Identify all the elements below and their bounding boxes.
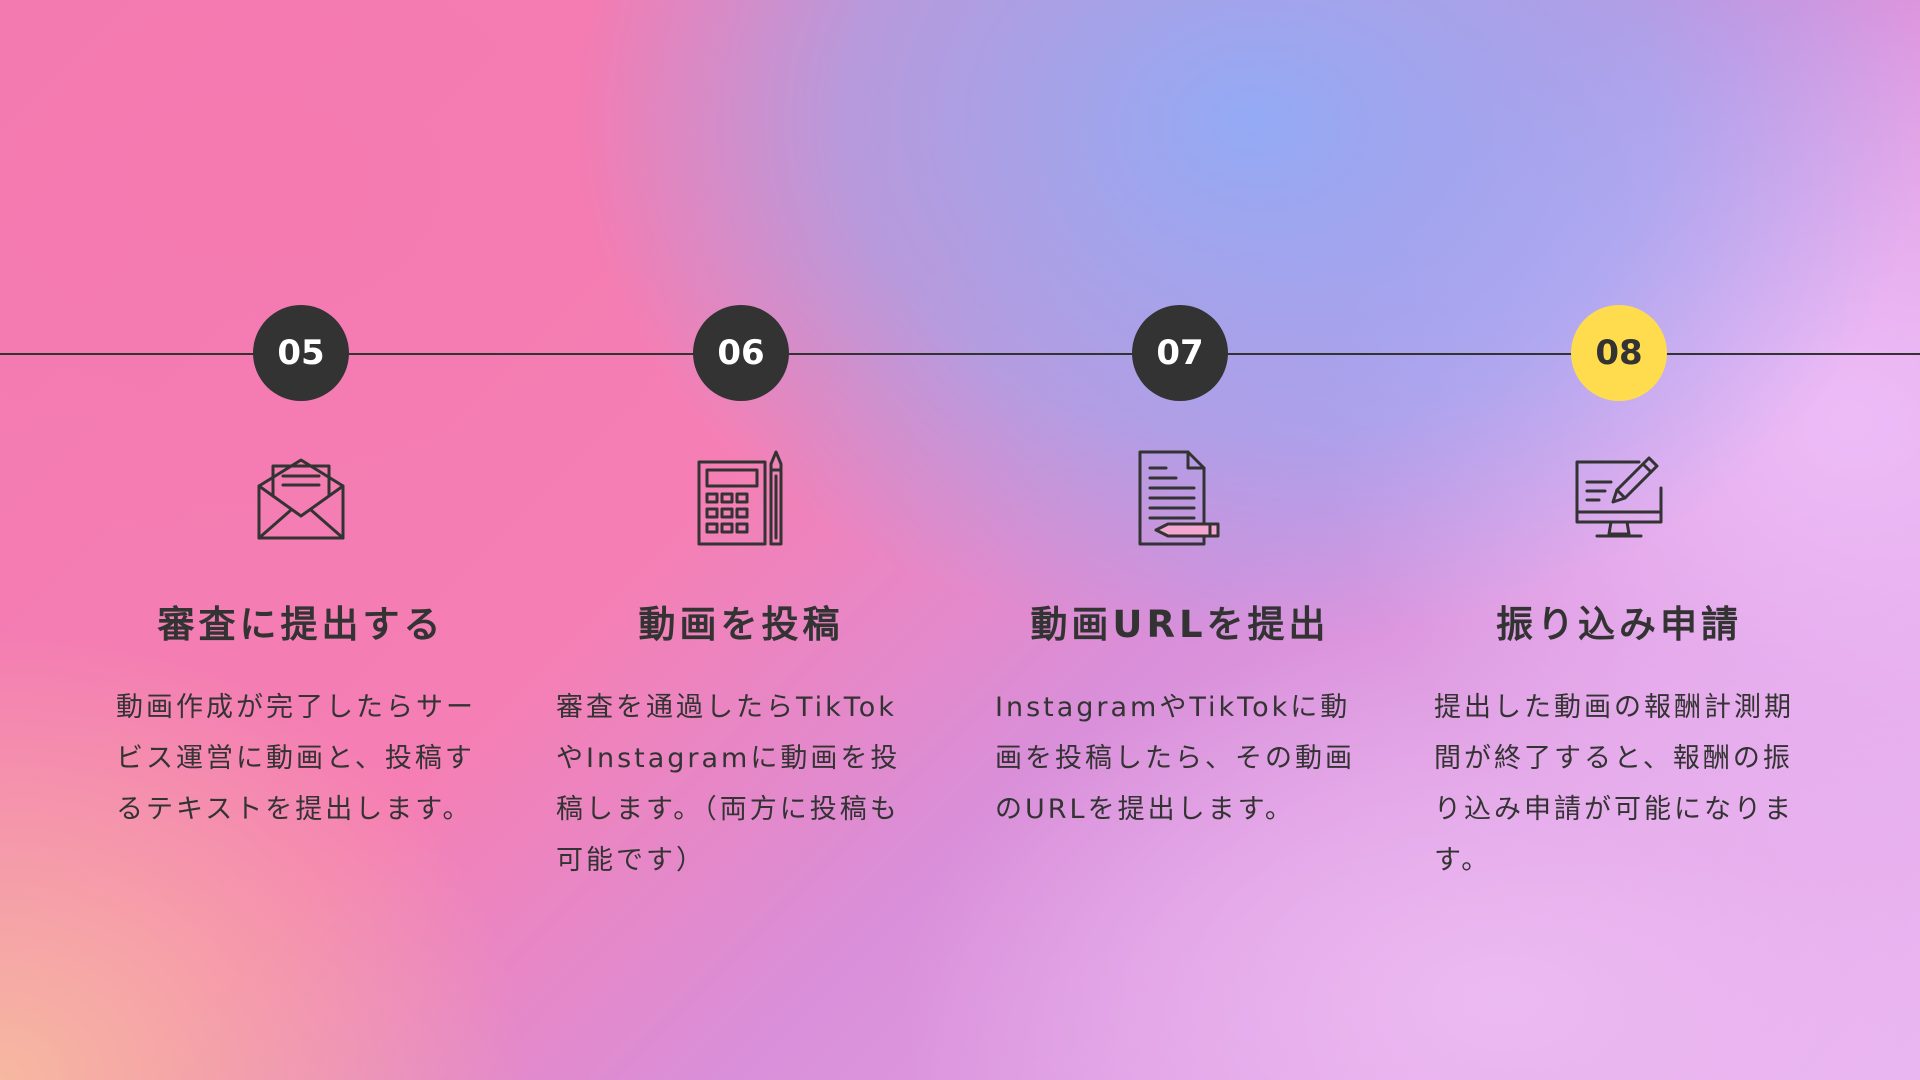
step-number-badge: 05 <box>253 305 349 401</box>
document-icon <box>1130 448 1230 548</box>
timeline-step-07: 07 動画URLを提出 InstagramやTikTokに動画を投稿したら、その… <box>960 0 1400 1080</box>
step-description: 動画作成が完了したらサービス運営に動画と、投稿するテキストを提出します。 <box>116 692 476 825</box>
envelope-icon <box>251 448 351 548</box>
step-number-badge: 07 <box>1132 305 1228 401</box>
step-description: InstagramやTikTokに動画を投稿したら、その動画のURLを提出します… <box>995 692 1355 825</box>
step-number-badge: 06 <box>693 305 789 401</box>
step-title: 振り込み申請 <box>1496 603 1742 646</box>
timeline-step-05: 05 審査に提出する 動画作成が完了したらサービス運営に動画と、投稿するテキスト… <box>81 0 521 1080</box>
monitor-edit-icon <box>1569 448 1669 548</box>
timeline-line <box>0 353 1920 355</box>
step-number-badge-active: 08 <box>1571 305 1667 401</box>
step-title: 動画URLを提出 <box>1030 603 1330 646</box>
step-description: 提出した動画の報酬計測期間が終了すると、報酬の振り込み申請が可能になります。 <box>1434 692 1794 876</box>
step-title: 審査に提出する <box>157 603 445 646</box>
timeline-step-08: 08 振り込み申請 提出した動画の報酬計測期間が終了すると、報酬の振り込み申請が… <box>1399 0 1839 1080</box>
step-description: 審査を通過したらTikTokやInstagramに動画を投稿します。（両方に投稿… <box>556 692 901 876</box>
timeline-step-06: 06 動画を投稿 審査を通過したらTikTokやInstagramに動画を投稿し… <box>521 0 961 1080</box>
step-title: 動画を投稿 <box>638 603 844 646</box>
calculator-icon <box>691 448 791 548</box>
